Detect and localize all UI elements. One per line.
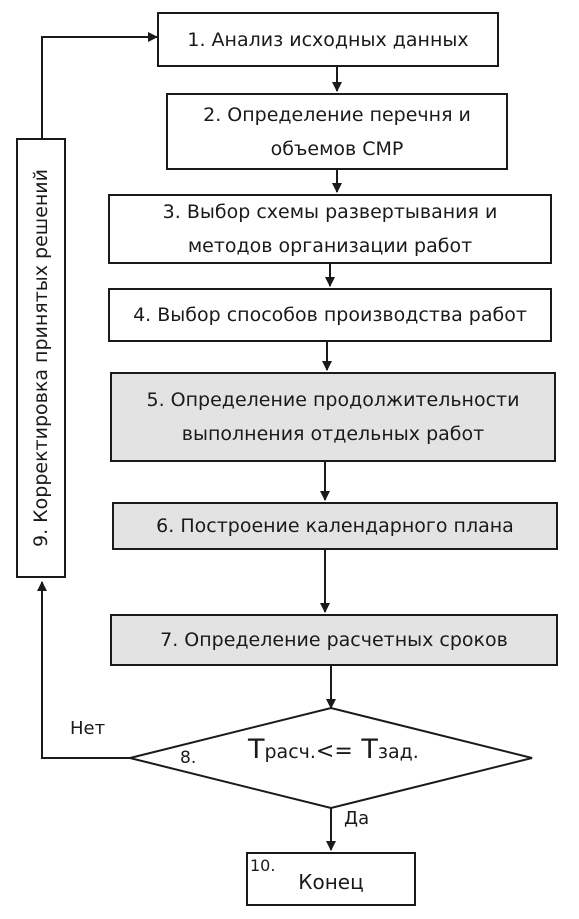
step-4-label: 4. Выбор способов производства работ (133, 304, 527, 326)
condition-operator: <= (315, 739, 353, 764)
step-5-label-line2: выполнения отдельных работ (181, 423, 485, 445)
step-3-label-line2: методов организации работ (187, 235, 473, 257)
step-5-label-line1: 5. Определение продолжительности (146, 389, 520, 411)
step-7-label: 7. Определение расчетных сроков (160, 629, 508, 651)
step-2-box: 2. Определение перечня и объемов СМР (166, 93, 508, 170)
step-9-box (16, 138, 66, 578)
step-10-box: Конец (246, 852, 416, 906)
step-2-label-line2: объемов СМР (270, 137, 404, 160)
decision-number: 8. (180, 748, 197, 768)
condition-t2-sub: зад. (377, 741, 419, 763)
step-4-box: 4. Выбор способов производства работ (108, 288, 552, 342)
arrow-9-to-1 (41, 32, 158, 138)
step-9-label-wrap: 9. Корректировка принятых решений (16, 138, 66, 578)
step-10-number: 10. (250, 856, 276, 875)
step-1-label: 1. Анализ исходных данных (187, 28, 469, 51)
step-2-label-line1: 2. Определение перечня и (203, 103, 471, 126)
yes-branch-label: Да (344, 808, 370, 829)
step-5-box: 5. Определение продолжительности выполне… (110, 372, 556, 462)
condition-t2: T (361, 734, 378, 765)
step-9-label: 9. Корректировка принятых решений (30, 168, 53, 548)
step-7-box: 7. Определение расчетных сроков (110, 614, 558, 666)
condition-t1: T (248, 734, 265, 765)
arrow-8-to-9 (37, 581, 130, 759)
step-6-box: 6. Построение календарного плана (112, 502, 558, 550)
step-3-label-line1: 3. Выбор схемы развертывания и (162, 201, 498, 223)
condition-t1-sub: расч. (264, 741, 316, 763)
step-6-label: 6. Построение календарного плана (156, 515, 514, 537)
step-3-box: 3. Выбор схемы развертывания и методов о… (108, 194, 552, 264)
decision-diamond (129, 706, 533, 810)
step-10-label: Конец (298, 870, 364, 894)
decision-condition: Tрасч.<= Tзад. (248, 734, 419, 765)
no-branch-label: Нет (70, 718, 106, 739)
step-1-box: 1. Анализ исходных данных (157, 12, 499, 67)
